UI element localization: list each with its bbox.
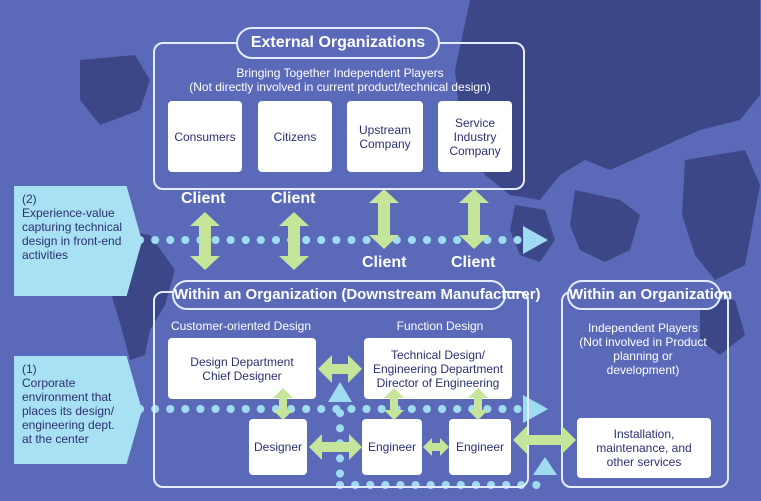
upstream-company-box: Upstream Company (347, 101, 423, 172)
side-label-item2: (2) Experience-value capturing technical… (14, 186, 142, 296)
client-label: Client (271, 190, 316, 207)
right-organization-title: Within an Organization (567, 280, 732, 310)
designer-box: Designer (249, 419, 307, 475)
side-label-item1-text: (1) Corporate environment that places it… (22, 362, 115, 446)
client-label: Client (181, 190, 226, 207)
design-department-box: Design Department Chief Designer (168, 338, 316, 399)
right-organization-subtitle: Independent Players (Not involved in Pro… (579, 321, 707, 377)
client-label: Client (451, 254, 496, 271)
function-design-caption: Function Design (396, 319, 484, 333)
side-label-item1: (1) Corporate environment that places it… (14, 356, 142, 464)
external-organizations-title: External Organizations (236, 27, 440, 59)
consumers-box: Consumers (168, 101, 242, 172)
external-organizations-subtitle: Bringing Together Independent Players (N… (189, 66, 491, 94)
installation-services-box: Installation, maintenance, and other ser… (577, 418, 711, 478)
engineer-box: Engineer (449, 419, 511, 475)
service-industry-company-box: Service Industry Company (438, 101, 512, 172)
citizens-box: Citizens (258, 101, 332, 172)
side-label-item2-text: (2) Experience-value capturing technical… (22, 192, 123, 262)
world-map-background (80, 0, 760, 360)
engineer-box: Engineer (362, 419, 422, 475)
client-label: Client (362, 254, 407, 271)
dotted-flow-top (136, 226, 548, 254)
technical-design-department-box: Technical Design/ Engineering Department… (364, 338, 512, 399)
downstream-organization-title: Within an Organization (Downstream Manuf… (172, 280, 541, 310)
customer-oriented-design-caption: Customer-oriented Design (170, 319, 312, 333)
